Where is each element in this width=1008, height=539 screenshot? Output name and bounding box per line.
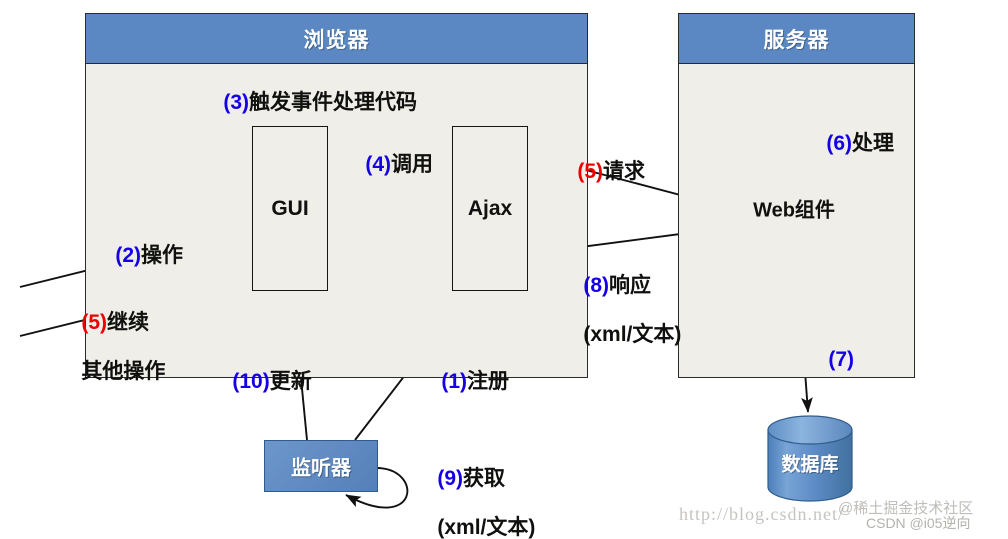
edge-label-5-request: (5)请求 <box>554 135 645 209</box>
edge-label-9: (9)获取 (xml/文本) <box>414 442 535 539</box>
panel-server <box>678 13 915 378</box>
edge-label-5-continue-text2: 其他操作 <box>81 360 166 384</box>
edge-label-3-num: (3) <box>223 90 250 114</box>
edge-label-3: (3)触发事件处理代码 <box>200 66 417 140</box>
edge-label-5-continue-num: (5) <box>81 310 108 334</box>
edge-label-9-text2: (xml/文本) <box>437 516 536 539</box>
edge-label-2-num: (2) <box>115 243 142 267</box>
edge-label-8: (8)响应 (xml/文本) <box>560 249 681 373</box>
edge-label-6-text: 处理 <box>852 131 895 155</box>
node-ajax[interactable]: Ajax <box>452 126 528 291</box>
node-listener[interactable]: 监听器 <box>264 440 378 492</box>
node-web-component[interactable]: Web组件 <box>718 180 870 236</box>
edge-label-5-request-num: (5) <box>577 159 604 183</box>
watermark-juejin: @稀土掘金技术社区 <box>838 500 974 517</box>
edge-label-2: (2)操作 <box>92 219 183 293</box>
edge-label-5-request-text: 请求 <box>603 159 646 183</box>
edge-label-9-num: (9) <box>437 466 464 490</box>
edge-label-4-text: 调用 <box>391 152 434 176</box>
edge-label-7-num: (7) <box>828 347 855 371</box>
node-ajax-label: Ajax <box>467 196 513 220</box>
panel-server-title: 服务器 <box>763 28 830 52</box>
edge-label-1-text: 注册 <box>467 369 510 393</box>
edge-label-4: (4)调用 <box>342 128 433 202</box>
edge-label-8-num: (8) <box>583 273 610 297</box>
edge-label-10-num: (10) <box>232 369 270 393</box>
edge-label-7: (7) <box>805 323 854 397</box>
edge-label-9-text: 获取 <box>463 466 506 490</box>
edge-label-10-text: 更新 <box>269 369 312 393</box>
edge-label-5-continue: (5)继续 其他操作 <box>58 286 165 410</box>
node-database[interactable]: 数据库 <box>768 440 852 486</box>
edge-label-1: (1)注册 <box>418 345 509 419</box>
edge-label-6-num: (6) <box>826 131 853 155</box>
panel-server-header: 服务器 <box>678 13 915 64</box>
edge-label-4-num: (4) <box>365 152 392 176</box>
edge-label-1-num: (1) <box>441 369 468 393</box>
node-gui[interactable]: GUI <box>252 126 328 291</box>
edge-label-3-text: 触发事件处理代码 <box>249 90 418 114</box>
watermark-csdn-user: CSDN @i05逆向 <box>866 515 971 531</box>
database-shape <box>767 415 853 502</box>
edge-label-8-text: 响应 <box>609 273 652 297</box>
node-web-component-label: Web组件 <box>753 199 835 222</box>
edge-label-6: (6)处理 <box>803 107 894 181</box>
panel-browser-header: 浏览器 <box>85 13 588 64</box>
node-listener-label: 监听器 <box>291 457 351 480</box>
panel-browser-title: 浏览器 <box>303 28 370 52</box>
edge-label-10: (10)更新 <box>209 345 312 419</box>
edge-label-2-text: 操作 <box>141 243 184 267</box>
node-gui-label: GUI <box>271 196 309 220</box>
watermark-csdn-url: http://blog.csdn.net/ <box>679 504 844 524</box>
node-database-label: 数据库 <box>781 454 839 476</box>
edge-label-8-text2: (xml/文本) <box>583 323 682 347</box>
edge-label-5-continue-text: 继续 <box>107 310 150 334</box>
